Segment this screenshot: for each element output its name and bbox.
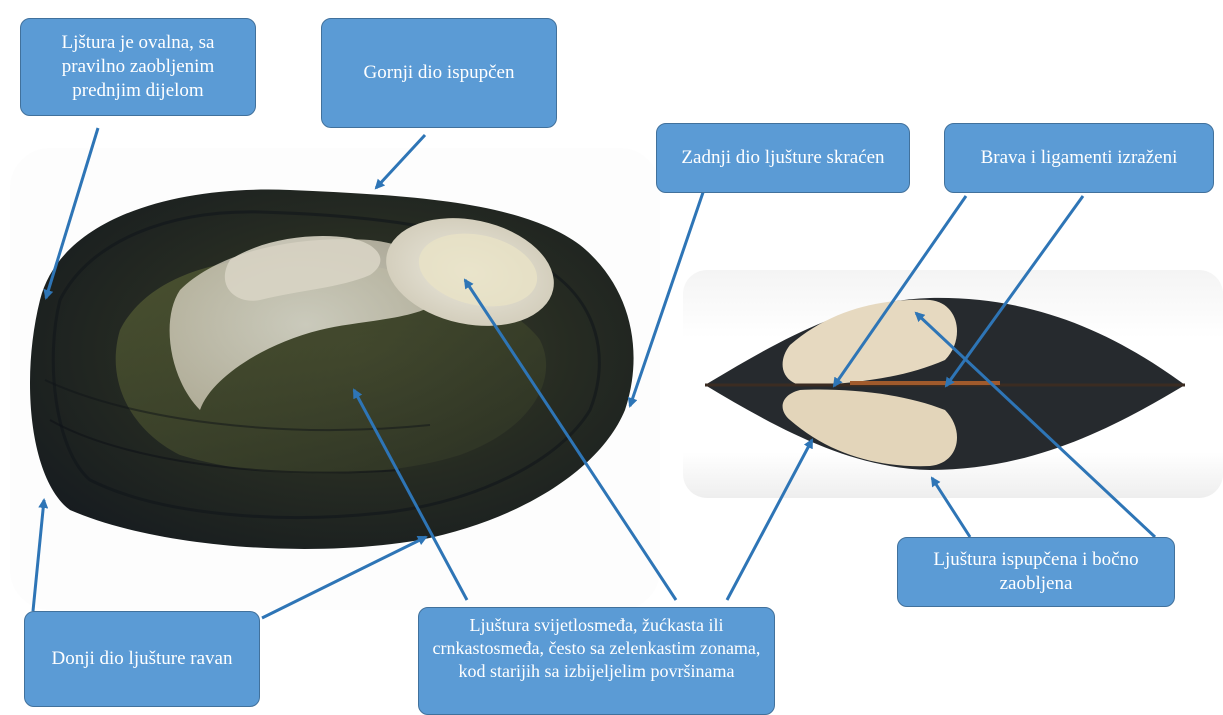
- mussel-top-view: [705, 298, 1185, 470]
- callout-hinge-text: Brava i ligamenti izraženi: [981, 146, 1178, 170]
- arrow-upper-part: [376, 135, 425, 188]
- callout-upper-part-text: Gornji dio ispupčen: [364, 61, 515, 85]
- arrow-lower-part-1: [33, 500, 44, 611]
- arrow-convex-1: [932, 478, 970, 537]
- callout-convex-text: Ljuštura ispupčena i bočno zaobljena: [908, 548, 1164, 596]
- mussel-side-view: [30, 190, 634, 549]
- arrow-lower-part-2: [262, 537, 426, 618]
- callout-lower-part: Donji dio ljušture ravan: [24, 611, 260, 707]
- arrow-rear-part: [630, 172, 710, 406]
- callout-hinge: Brava i ligamenti izraženi: [944, 123, 1214, 193]
- callout-color-text: Ljuštura svijetlosmeđa, žućkasta ili crn…: [429, 614, 764, 683]
- callout-upper-part: Gornji dio ispupčen: [321, 18, 557, 128]
- callout-oval-shape: Lјštura je ovalna, sa pravilno zaobljeni…: [20, 18, 256, 116]
- callout-oval-shape-text: Lјštura je ovalna, sa pravilno zaobljeni…: [31, 31, 245, 103]
- callout-rear-part-text: Zadnji dio ljušture skraćen: [681, 146, 884, 170]
- callout-color: Ljuštura svijetlosmeđa, žućkasta ili crn…: [418, 607, 775, 715]
- callout-rear-part: Zadnji dio ljušture skraćen: [656, 123, 910, 193]
- callout-convex: Ljuštura ispupčena i bočno zaobljena: [897, 537, 1175, 607]
- arrow-color-3: [727, 440, 812, 600]
- callout-lower-part-text: Donji dio ljušture ravan: [52, 647, 233, 671]
